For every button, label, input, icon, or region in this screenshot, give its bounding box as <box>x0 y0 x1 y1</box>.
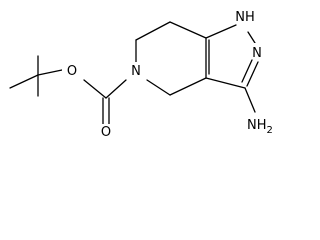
bond-c3-amine <box>244 87 256 113</box>
amine-label-subscript: 2 <box>267 125 273 136</box>
carbonyl-oxygen-label: O <box>101 125 111 140</box>
amine-label: NH2 <box>247 118 273 136</box>
molecule-diagram: O O N NH N NH2 <box>9 8 281 140</box>
bond-c3-c3a <box>205 77 246 89</box>
ring-nitrogen-label: N <box>131 64 141 79</box>
nh-label-background <box>230 8 260 24</box>
oxygen-label-background <box>62 62 80 78</box>
bond-n2-c3-1 <box>246 61 259 87</box>
amine-label-background <box>245 115 281 133</box>
pyrazole-nh-label: NH <box>235 10 255 25</box>
structure-canvas: O O N NH N NH2 <box>9 8 281 140</box>
bond-carbonyl-carbon-nitrogen <box>105 79 127 99</box>
amine-label-main: NH <box>247 118 267 133</box>
bond-c7a-n1 <box>205 24 237 39</box>
pyrazole-n-label-background <box>248 43 267 59</box>
bond-oxygen-carbonyl-carbon <box>83 79 107 99</box>
bond-methyl-left <box>9 74 39 89</box>
ester-oxygen-label: O <box>67 64 77 79</box>
bond-c7a-c7 <box>169 21 207 39</box>
carbonyl-oxygen-label-background <box>97 124 115 140</box>
bond-c7-c6 <box>135 21 171 41</box>
bond-c4-c3a <box>169 77 207 96</box>
bond-n-c4 <box>146 79 171 96</box>
pyrazole-n-label: N <box>252 46 262 61</box>
bond-n2-c3-2 <box>241 59 253 83</box>
bond-tbutyl-oxygen <box>37 69 63 76</box>
ring-nitrogen-label-background <box>127 62 146 78</box>
bond-n1-n2 <box>247 31 256 44</box>
